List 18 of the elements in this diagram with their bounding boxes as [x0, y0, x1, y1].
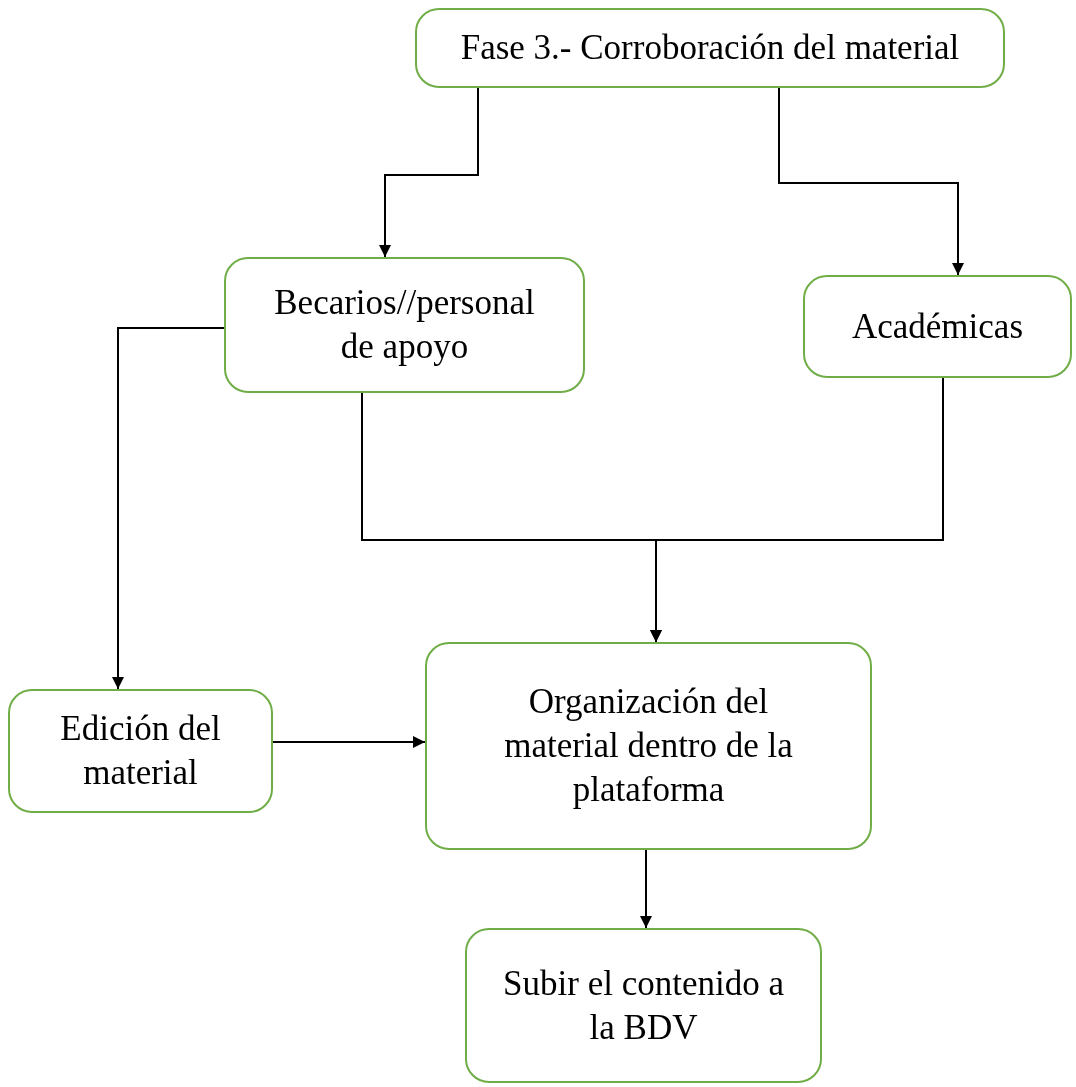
- process-box: [224, 257, 585, 393]
- process-box: [803, 275, 1072, 378]
- arrow: [640, 849, 652, 929]
- process-box: [8, 689, 273, 813]
- box-label: Fase 3.- Corroboración del material: [460, 27, 960, 70]
- process-box: [465, 928, 822, 1083]
- box-label: Subir el contenido a la BDV: [502, 962, 785, 1049]
- arrow: [650, 377, 944, 643]
- arrow: [379, 87, 479, 258]
- box-label: Académicas: [852, 305, 1023, 348]
- arrow: [112, 327, 225, 690]
- arrow: [272, 736, 426, 748]
- process-box: [415, 8, 1005, 88]
- process-box: [425, 642, 872, 850]
- box-label: Edición del material: [59, 708, 222, 794]
- arrow: [778, 87, 964, 276]
- box-label: Becarios//personal de apoyo: [273, 282, 536, 368]
- box-label: Organización del material dentro de la plataforma: [503, 681, 794, 811]
